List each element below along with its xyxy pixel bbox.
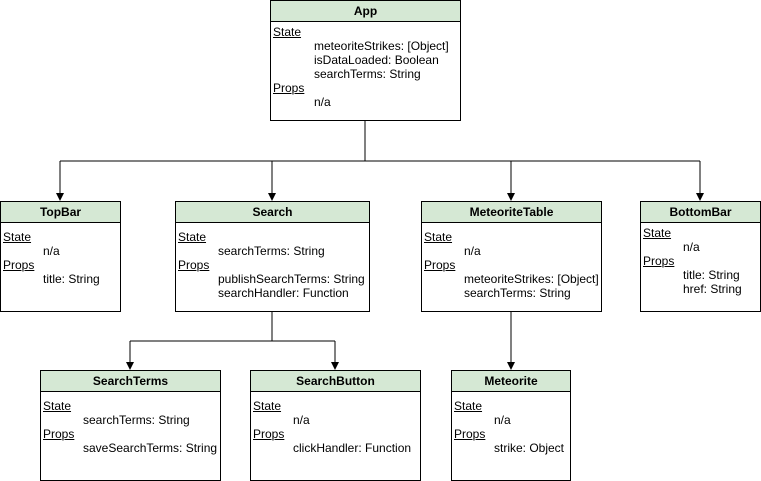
state-field: n/a xyxy=(683,240,700,254)
state-field: searchTerms: String xyxy=(314,67,421,81)
state-field: meteoriteStrikes: [Object] xyxy=(314,39,449,53)
props-label: Props xyxy=(3,258,35,272)
state-field: searchTerms: String xyxy=(83,413,190,427)
props-field: title: String xyxy=(43,272,100,286)
state-label: State xyxy=(643,226,672,240)
state-label: State xyxy=(178,230,207,244)
state-label: State xyxy=(273,25,302,39)
searchbutton-node[interactable]: SearchButton State n/a Props clickHandle… xyxy=(250,370,421,481)
props-label: Props xyxy=(424,258,456,272)
props-field: strike: Object xyxy=(494,441,565,455)
state-label: State xyxy=(43,399,72,413)
props-label: Props xyxy=(643,254,675,268)
props-field: searchHandler: Function xyxy=(218,286,349,300)
search-node[interactable]: Search State searchTerms: String Props p… xyxy=(175,201,370,312)
state-field: isDataLoaded: Boolean xyxy=(314,53,439,67)
state-field: n/a xyxy=(464,244,481,258)
state-label: State xyxy=(253,399,282,413)
props-label: Props xyxy=(43,427,75,441)
node-title: MeteoriteTable xyxy=(422,202,601,223)
node-title: Meteorite xyxy=(452,371,570,392)
props-field: href: String xyxy=(683,282,742,296)
props-field: n/a xyxy=(314,95,331,109)
meteorite-node[interactable]: Meteorite State n/a Props strike: Object xyxy=(451,370,571,481)
node-title: SearchTerms xyxy=(41,371,220,392)
node-title: Search xyxy=(176,202,369,223)
state-label: State xyxy=(424,230,453,244)
props-label: Props xyxy=(178,258,210,272)
searchterms-node[interactable]: SearchTerms State searchTerms: String Pr… xyxy=(40,370,221,481)
app-node[interactable]: App State meteoriteStrikes: [Object] isD… xyxy=(270,0,461,121)
props-field: publishSearchTerms: String xyxy=(218,272,365,286)
props-field: title: String xyxy=(683,268,740,282)
props-field: searchTerms: String xyxy=(464,286,571,300)
props-label: Props xyxy=(454,427,486,441)
props-field: meteoriteStrikes: [Object] xyxy=(464,272,599,286)
node-title: BottomBar xyxy=(641,202,760,223)
state-field: n/a xyxy=(494,413,511,427)
bottombar-node[interactable]: BottomBar State n/a Props title: String … xyxy=(640,201,761,312)
state-field: searchTerms: String xyxy=(218,244,325,258)
props-label: Props xyxy=(273,81,305,95)
node-title: TopBar xyxy=(1,202,120,223)
state-label: State xyxy=(3,230,32,244)
meteoritetable-node[interactable]: MeteoriteTable State n/a Props meteorite… xyxy=(421,201,602,312)
props-field: saveSearchTerms: String xyxy=(83,441,218,455)
props-field: clickHandler: Function xyxy=(293,441,412,455)
state-field: n/a xyxy=(43,244,60,258)
topbar-node[interactable]: TopBar State n/a Props title: String xyxy=(0,201,121,312)
props-label: Props xyxy=(253,427,285,441)
node-title: App xyxy=(271,1,460,22)
state-label: State xyxy=(454,399,483,413)
node-title: SearchButton xyxy=(251,371,420,392)
state-field: n/a xyxy=(293,413,310,427)
